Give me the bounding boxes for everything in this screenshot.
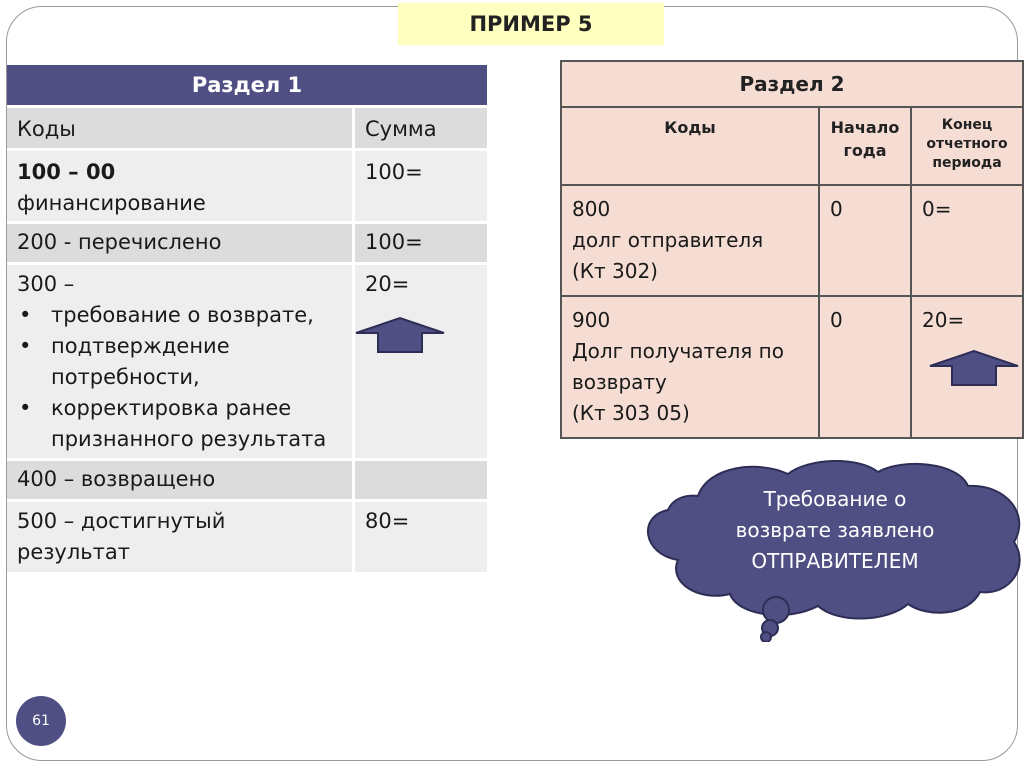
table-row: 100 – 00 финансирование 100= [7, 148, 487, 221]
code-number: 800 [572, 197, 611, 221]
table-row: 500 – достигнутый результат 80= [7, 499, 487, 572]
code-cell: 400 – возвращено [7, 461, 355, 499]
code-cell: 100 – 00 финансирование [7, 151, 355, 221]
code-cell: 300 – требование о возврате, подтвержден… [7, 265, 355, 458]
sum-header: Сумма [355, 108, 487, 148]
sum-cell: 100= [355, 151, 487, 221]
sum-cell [355, 461, 487, 499]
thought-cloud-icon [646, 459, 1021, 642]
table-row: 800 долг отправителя (Кт 302) 0 0= [560, 184, 1024, 297]
code-number: 300 – [17, 272, 75, 296]
code-cell: 800 долг отправителя (Кт 302) [560, 184, 820, 297]
codes-header: Коды [7, 108, 355, 148]
section1-table: Раздел 1 Коды Сумма 100 – 00 финансирова… [7, 65, 487, 572]
year-start-cell: 0 [818, 295, 912, 439]
callout-line: возврате заявлено [735, 518, 935, 542]
table-row: Раздел 2 [560, 60, 1024, 108]
sum-cell: 20= [355, 265, 487, 458]
table-row: 200 - перечислено 100= [7, 221, 487, 262]
code-number: 900 [572, 308, 611, 332]
code-cell: 200 - перечислено [7, 224, 355, 262]
period-end-header: Конец отчетного периода [910, 106, 1024, 186]
bullet-list: требование о возврате, подтверждение пот… [17, 300, 342, 455]
period-end-cell: 0= [910, 184, 1024, 297]
year-start-cell: 0 [818, 184, 912, 297]
page-number: 61 [32, 713, 50, 729]
code-cell: 900 Долг получателя по возврату (Кт 303 … [560, 295, 820, 439]
code-cell: 500 – достигнутый результат [7, 502, 355, 572]
section1-header: Раздел 1 [7, 65, 487, 105]
table-row: 400 – возвращено [7, 458, 487, 499]
codes-header: Коды [560, 106, 820, 186]
up-arrow-icon [929, 349, 1019, 386]
slide-title-text: ПРИМЕР 5 [469, 12, 593, 36]
page-number-badge: 61 [16, 696, 66, 746]
table-row: 900 Долг получателя по возврату (Кт 303 … [560, 295, 1024, 439]
list-item: корректировка ранее признанного результа… [17, 393, 342, 455]
table-row: Коды Сумма [7, 105, 487, 148]
code-description: Долг получателя по возврату [572, 339, 784, 394]
account-note: (Кт 303 05) [572, 401, 690, 425]
list-item: требование о возврате, [17, 300, 342, 331]
section2-table: Раздел 2 Коды Начало года Конец отчетног… [560, 60, 1024, 439]
up-arrow-icon [355, 316, 445, 353]
code-number: 100 – 00 [17, 160, 116, 184]
year-start-header: Начало года [818, 106, 912, 186]
section1-header-text: Раздел 1 [191, 73, 303, 97]
sum-cell: 80= [355, 502, 487, 572]
callout-text: Требование о возврате заявлено ОТПРАВИТЕ… [700, 484, 970, 577]
section2-header: Раздел 2 [560, 60, 1024, 108]
code-description: долг отправителя [572, 228, 764, 252]
table-row: Коды Начало года Конец отчетного периода [560, 106, 1024, 186]
list-item: подтверждение потребности, [17, 331, 342, 393]
code-description: финансирование [17, 191, 206, 215]
callout-line: Требование о [763, 487, 907, 511]
table-row: 300 – требование о возврате, подтвержден… [7, 262, 487, 458]
callout-line: ОТПРАВИТЕЛЕМ [751, 549, 919, 573]
account-note: (Кт 302) [572, 259, 658, 283]
slide-title: ПРИМЕР 5 [398, 3, 664, 45]
sum-cell: 100= [355, 224, 487, 262]
